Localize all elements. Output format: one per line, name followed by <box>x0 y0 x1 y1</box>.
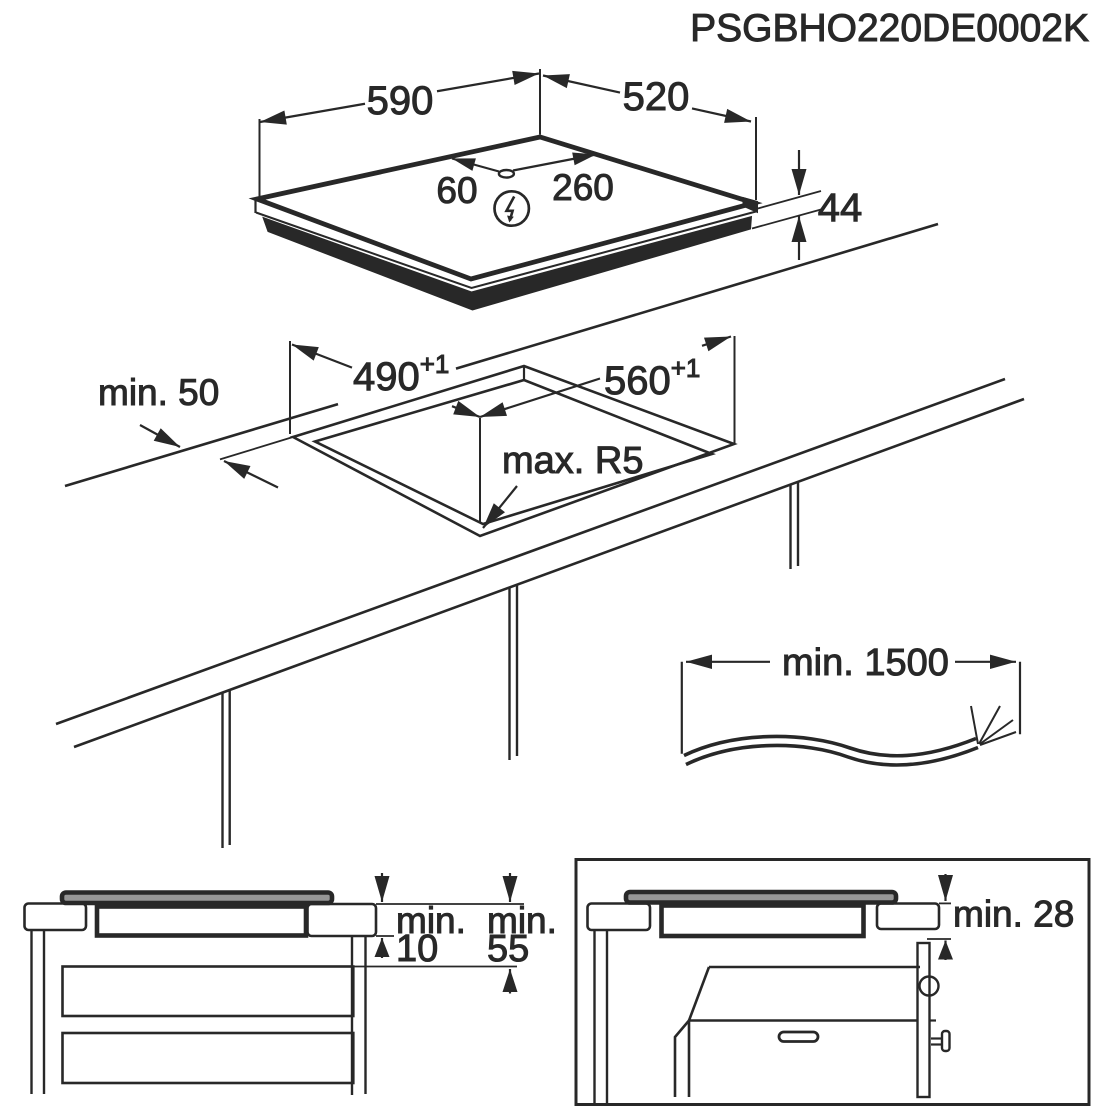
svg-text:490+1: 490+1 <box>353 349 449 399</box>
svg-text:260: 260 <box>552 167 614 208</box>
svg-text:min. 28: min. 28 <box>953 894 1074 935</box>
svg-text:55: 55 <box>487 928 529 970</box>
svg-text:min.: min. <box>487 900 557 941</box>
svg-text:max. R5: max. R5 <box>502 440 643 482</box>
svg-text:min. 1500: min. 1500 <box>782 642 949 684</box>
svg-text:60: 60 <box>436 170 477 211</box>
svg-text:560+1: 560+1 <box>604 353 700 403</box>
svg-text:min.: min. <box>396 900 466 941</box>
svg-text:PSGBHO220DE0002K: PSGBHO220DE0002K <box>690 7 1089 50</box>
svg-text:44: 44 <box>818 186 863 230</box>
svg-text:520: 520 <box>623 75 690 119</box>
svg-text:590: 590 <box>367 79 434 123</box>
svg-text:min. 50: min. 50 <box>98 372 219 413</box>
svg-text:10: 10 <box>396 928 438 970</box>
